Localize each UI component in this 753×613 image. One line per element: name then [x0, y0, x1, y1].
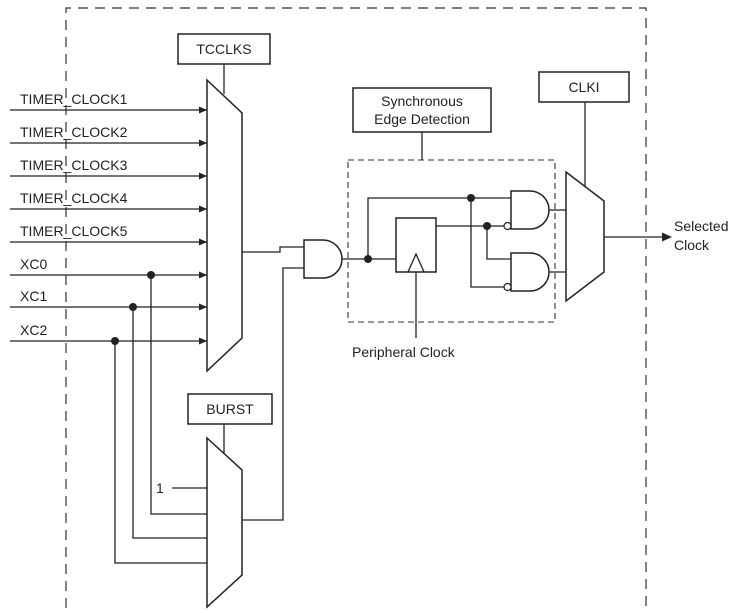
clki-box — [538, 71, 630, 103]
tcclks-label: TCCLKS — [196, 41, 251, 57]
burst-output-wire — [242, 267, 304, 521]
output-label-line2: Clock — [674, 237, 710, 253]
clki-mux — [565, 170, 605, 303]
edge-detection-boundary — [347, 159, 556, 323]
block-boundary — [65, 7, 647, 608]
junction-dot — [129, 303, 137, 311]
output-arrowhead — [662, 232, 672, 242]
burst-box — [187, 393, 273, 425]
burst-label: BURST — [206, 401, 254, 417]
and-gate-input — [303, 239, 343, 279]
edge-detection-label-line2: Edge Detection — [374, 111, 470, 127]
input-label-timer-clock2: TIMER_CLOCK2 — [20, 124, 128, 140]
input-arrowheads — [199, 106, 207, 345]
junction-dot — [111, 337, 119, 345]
ff-to-lower-and — [486, 226, 511, 260]
edge-detection-box — [352, 87, 492, 133]
and-gate-lower — [510, 252, 550, 292]
bypass-wire — [367, 197, 471, 259]
clki-label: CLKI — [568, 79, 599, 95]
clock-triangle — [407, 252, 425, 273]
inverter-bubble — [503, 282, 512, 292]
and-gate-upper — [510, 190, 550, 230]
input-label-timer-clock1: TIMER_CLOCK1 — [20, 91, 128, 107]
bypass-to-lower-and — [470, 198, 511, 288]
tcclks-mux — [206, 78, 243, 373]
input-label-timer-clock3: TIMER_CLOCK3 — [20, 157, 128, 173]
input-label-timer-clock4: TIMER_CLOCK4 — [20, 190, 128, 206]
input-label-xc0: XC0 — [20, 256, 47, 272]
input-wires — [10, 109, 207, 342]
tcclks-output-wire — [242, 246, 304, 253]
xc-tap-wires — [114, 275, 207, 564]
flip-flop — [395, 217, 437, 273]
peripheral-clock-label: Peripheral Clock — [352, 344, 456, 360]
edge-detection-label-line1: Synchronous — [381, 93, 463, 109]
junction-dot — [147, 271, 155, 279]
inverter-bubble — [503, 221, 512, 231]
output-label-line1: Selected — [674, 218, 728, 234]
input-label-timer-clock5: TIMER_CLOCK5 — [20, 223, 128, 239]
burst-mux — [206, 436, 243, 609]
input-label-xc1: XC1 — [20, 288, 47, 304]
input-label-xc2: XC2 — [20, 322, 47, 338]
burst-constant-label: 1 — [156, 480, 164, 496]
tcclks-box — [177, 33, 271, 65]
